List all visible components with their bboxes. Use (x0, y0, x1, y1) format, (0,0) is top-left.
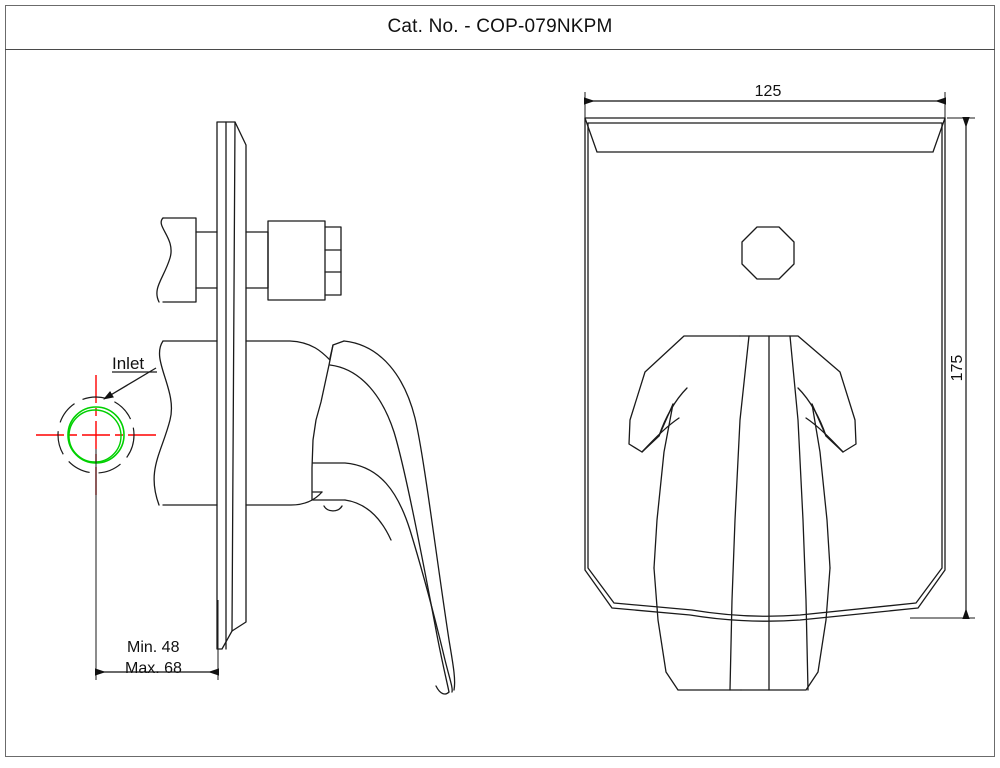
octagon-button (741, 226, 795, 280)
inlet-label: Inlet (112, 354, 144, 373)
front-view-plate-outline (584, 117, 946, 622)
height-dimension-label: 175 (949, 355, 966, 382)
width-dimension (583, 92, 947, 120)
depth-dimension (94, 449, 220, 680)
inlet-outer-circle (57, 396, 135, 474)
side-view-lower-contour (344, 499, 392, 541)
sheet-border (5, 5, 995, 757)
max-depth-label: Max. 68 (125, 660, 182, 677)
side-view-lever-handle (311, 340, 456, 695)
front-view-lever-handle (628, 335, 857, 691)
inlet-green-circle-inner (68, 409, 122, 463)
page-title: Cat. No. - COP-079NKPM (387, 16, 613, 37)
height-dimension (910, 116, 975, 620)
min-depth-label: Min. 48 (127, 639, 180, 656)
title-block: Cat. No. - COP-079NKPM (5, 5, 995, 50)
inlet-leader-line (103, 367, 157, 400)
side-view-mixer-body (153, 340, 331, 506)
side-view-body-block (156, 217, 218, 303)
side-view-wall-plate (216, 121, 247, 650)
side-view-spindle (245, 220, 342, 301)
width-dimension-label: 125 (755, 83, 782, 100)
